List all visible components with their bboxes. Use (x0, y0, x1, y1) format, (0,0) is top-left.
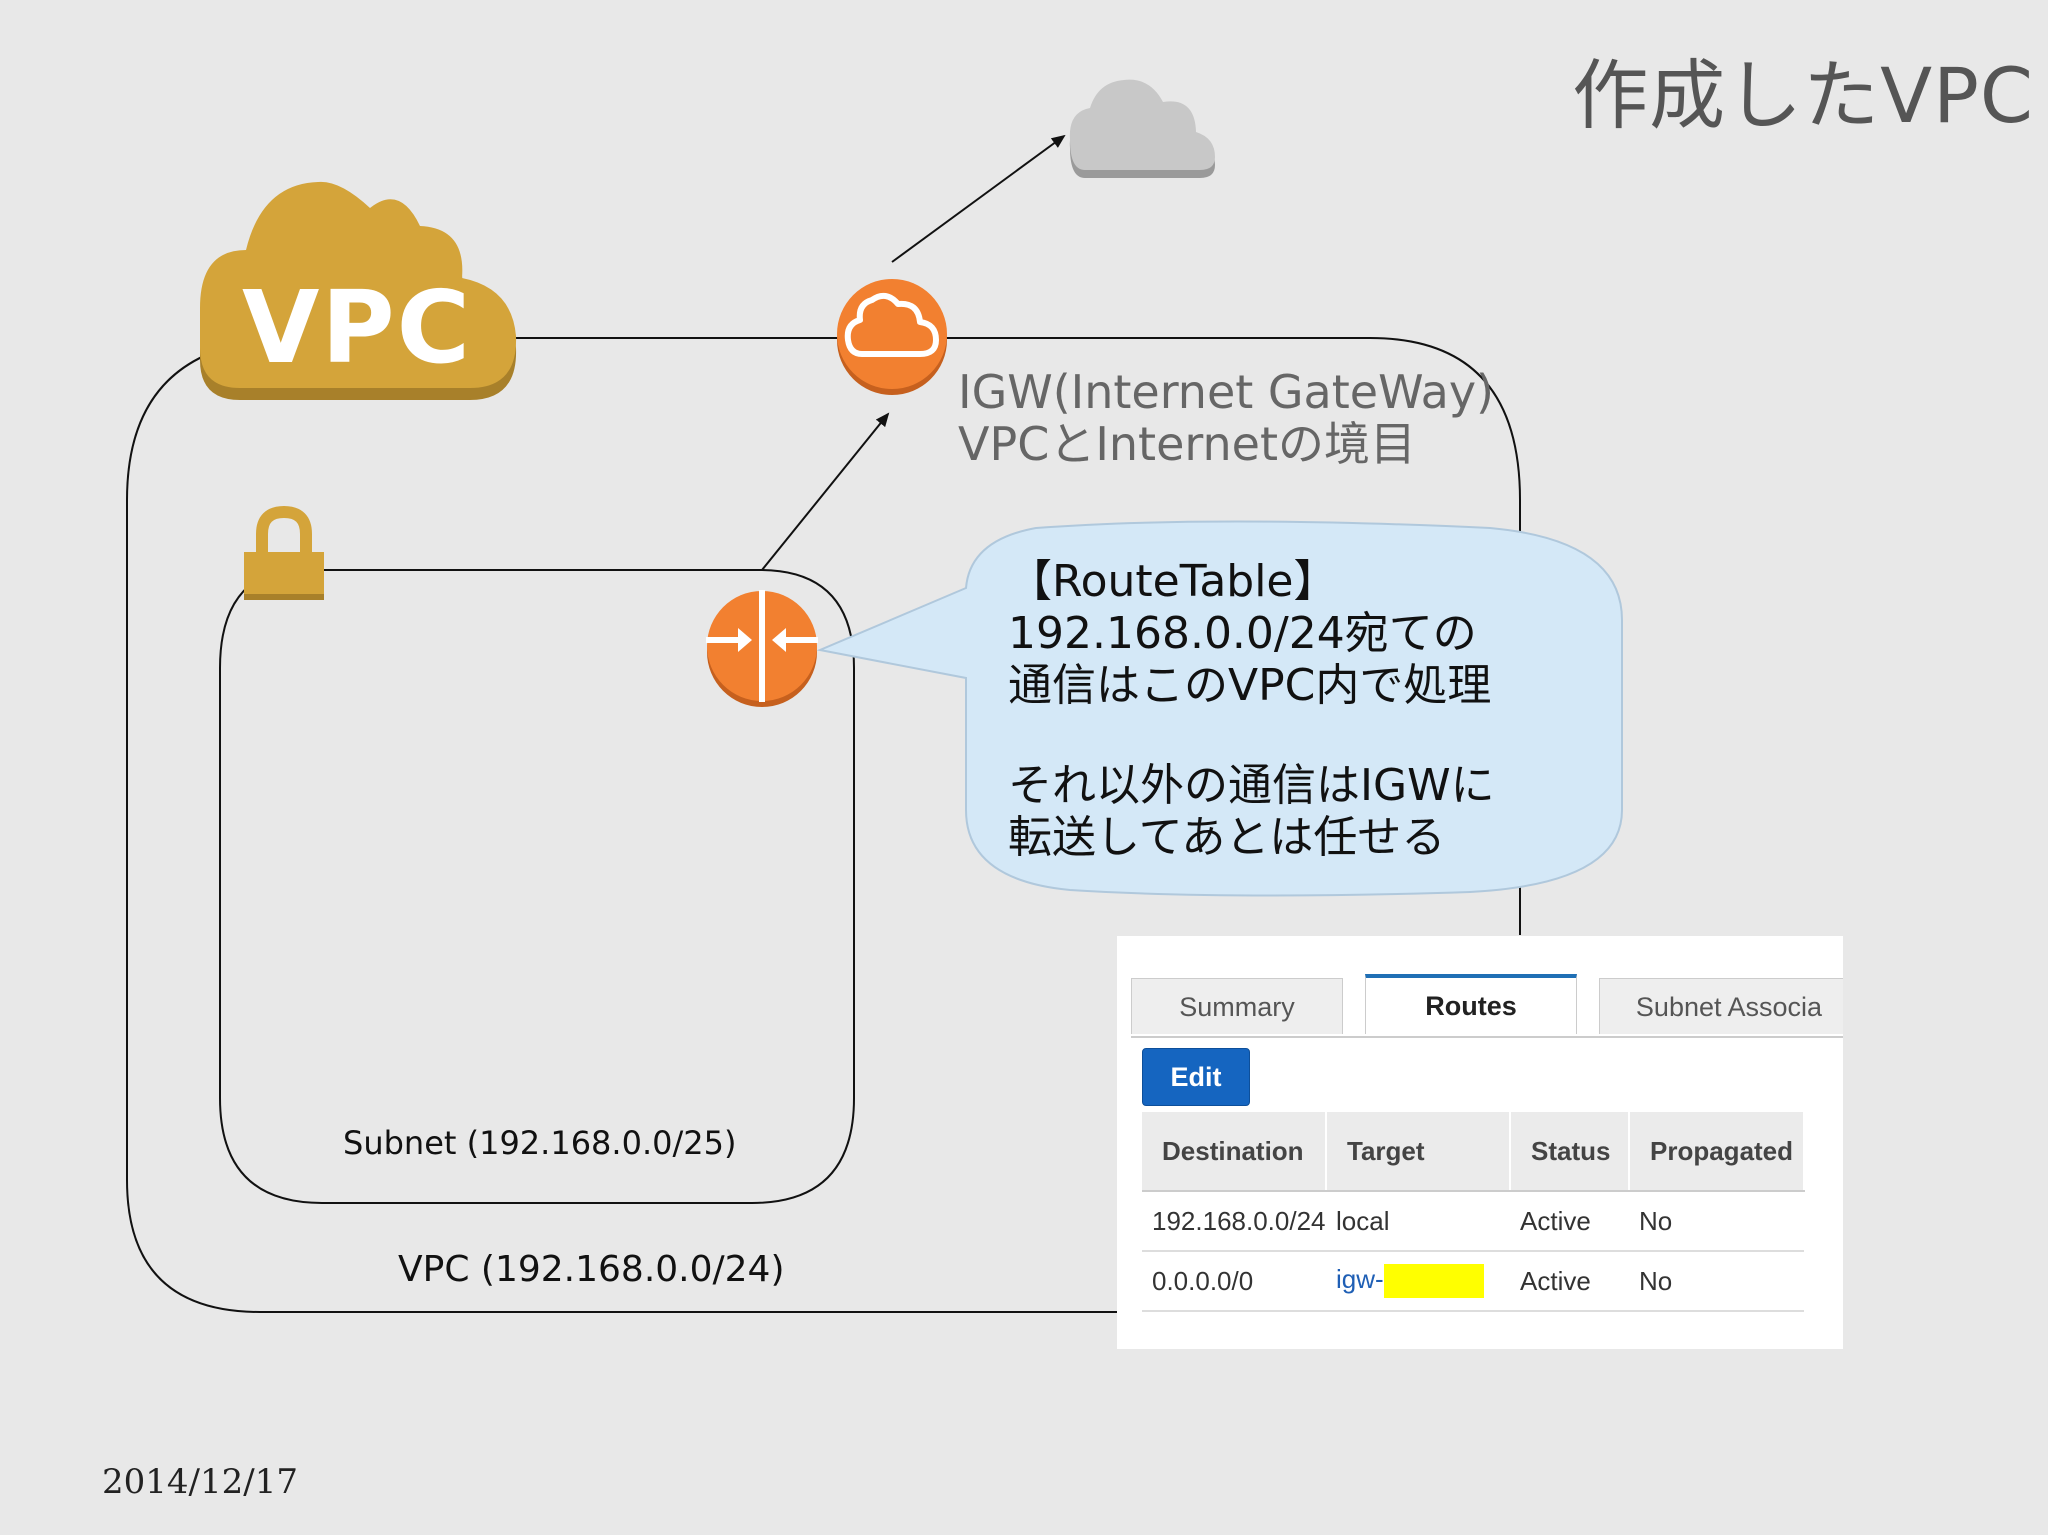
route-destination: 0.0.0.0/0 (1142, 1251, 1326, 1312)
igw-target-link[interactable]: igw- (1336, 1263, 1384, 1294)
route-target-cell: igw- (1326, 1251, 1510, 1312)
route-target: local (1326, 1191, 1510, 1252)
slide-date: 2014/12/17 (102, 1462, 298, 1502)
table-row: 192.168.0.0/24 local Active No (1142, 1191, 1804, 1252)
bubble-spacer (1008, 712, 1495, 760)
column-header-destination[interactable]: Destination (1142, 1112, 1327, 1192)
table-row: 0.0.0.0/0 igw- Active No (1142, 1251, 1804, 1312)
tab-summary[interactable]: Summary (1131, 978, 1343, 1034)
bubble-line: 通信はこのVPC内で処理 (1008, 660, 1492, 711)
subnet-boundary (219, 569, 855, 1204)
column-header-propagated[interactable]: Propagated (1629, 1112, 1805, 1192)
slide-title: 作成したVPC (1572, 51, 2034, 140)
route-propagated: No (1629, 1191, 1804, 1252)
route-table-bubble-text: 【RouteTable】 192.168.0.0/24宛ての 通信はこのVPC内… (1008, 556, 1495, 864)
bubble-line: 192.168.0.0/24宛ての (1008, 608, 1477, 659)
tab-subnet-associations[interactable]: Subnet Associa (1599, 978, 1843, 1034)
route-table-console: Summary Routes Subnet Associa Edit Desti… (1117, 936, 1843, 1349)
routes-table: Destination Target Status Propagated 192… (1142, 1112, 1805, 1312)
redaction-mark (1383, 1264, 1484, 1299)
subnet-label: Subnet (192.168.0.0/25) (343, 1124, 737, 1162)
route-status: Active (1510, 1251, 1629, 1312)
internet-gateway-icon (837, 279, 947, 395)
bubble-line: それ以外の通信はIGWに (1008, 760, 1495, 811)
edit-button[interactable]: Edit (1142, 1048, 1250, 1106)
vpc-badge-label: VPC (242, 269, 472, 386)
column-header-target[interactable]: Target (1326, 1112, 1511, 1192)
cloud-icon (1069, 79, 1215, 178)
route-table-bubble (816, 520, 1623, 897)
vpc-cloud-icon: VPC (200, 181, 517, 400)
bubble-line: 【RouteTable】 (1008, 556, 1338, 607)
router-to-igw-arrow (761, 412, 890, 571)
route-status: Active (1510, 1191, 1629, 1252)
column-header-status[interactable]: Status (1510, 1112, 1630, 1192)
route-propagated: No (1629, 1251, 1804, 1312)
router-icon (706, 590, 818, 707)
igw-label-line1: IGW(Internet GateWay) (958, 365, 1494, 419)
bubble-line: 転送してあとは任せる (1008, 812, 1446, 863)
table-header-row: Destination Target Status Propagated (1142, 1112, 1805, 1192)
lock-icon (244, 505, 324, 600)
igw-label: IGW(Internet GateWay) VPCとInternetの境目 (958, 366, 1494, 470)
igw-label-line2: VPCとInternetの境目 (958, 417, 1416, 471)
vpc-label: VPC (192.168.0.0/24) (398, 1249, 785, 1290)
route-destination: 192.168.0.0/24 (1142, 1191, 1326, 1252)
tab-routes[interactable]: Routes (1365, 974, 1577, 1034)
tab-bar: Summary Routes Subnet Associa (1131, 974, 1843, 1038)
igw-to-internet-arrow (891, 134, 1066, 263)
